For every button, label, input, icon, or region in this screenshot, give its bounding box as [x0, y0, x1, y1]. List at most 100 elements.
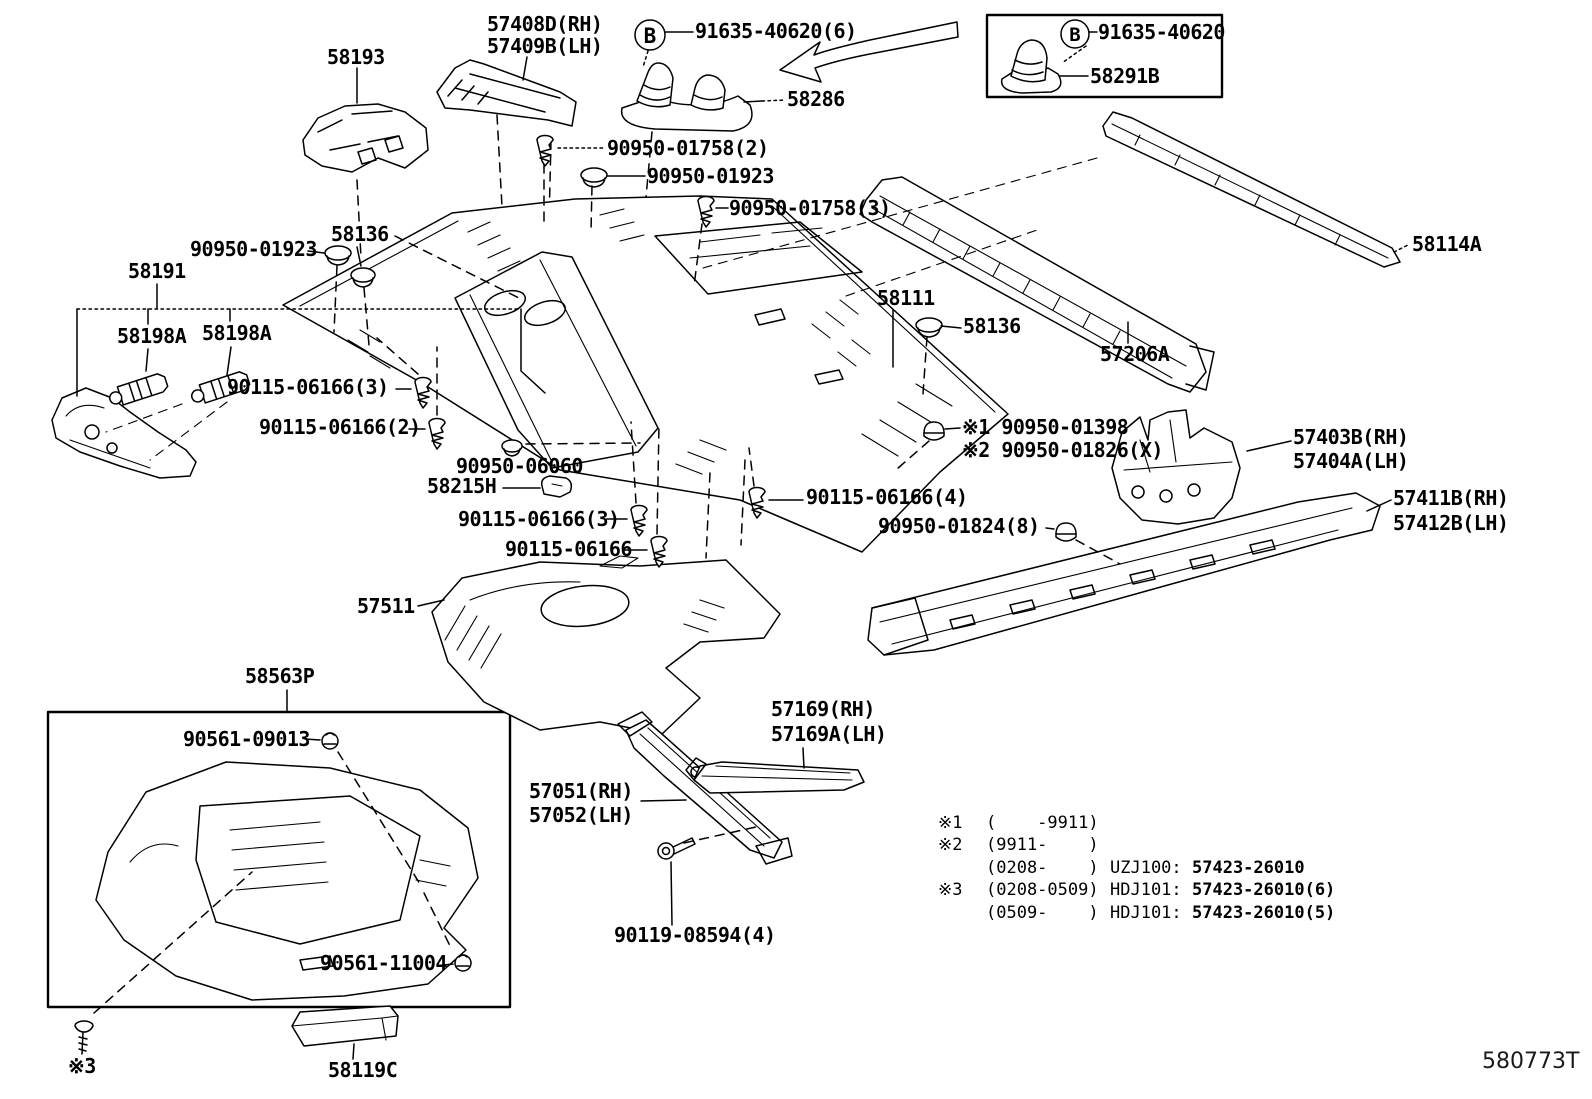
part-label-90115-06166-4: 90115-06166(4)	[806, 485, 968, 509]
part-label-57404a-lh: 57404A(LH)	[1293, 449, 1409, 473]
svg-text:B: B	[644, 24, 657, 48]
part-label-58114a: 58114A	[1412, 232, 1482, 256]
note-row: (0509- ) HDJ101: 57423-26010(5)	[938, 903, 1335, 925]
note-marker: ※1	[938, 813, 963, 833]
part-label-58193: 58193	[327, 45, 385, 69]
part-label-90950-01824-8: 90950-01824(8)	[878, 514, 1040, 538]
note-marker: ※2	[938, 835, 963, 856]
part-label-90115-06166: 90115-06166	[505, 537, 632, 561]
bracket-lines-58191	[76, 283, 546, 461]
part-label-90950-01758-2: 90950-01758(2)	[607, 136, 769, 160]
part-boot-58291b	[1000, 39, 1062, 94]
cap-58136-mid-icon	[915, 317, 962, 395]
part-label-90115-06166-3-left: 90115-06166(3)	[227, 375, 389, 399]
part-label-90950-01923-a: 90950-01923	[647, 164, 774, 188]
part-bracket-58193	[302, 67, 429, 259]
diagram-code: 580773T	[1482, 1049, 1580, 1074]
part-label-58136-top: 58136	[331, 222, 389, 246]
part-label-90950-06060: 90950-06060	[456, 454, 583, 478]
note-model: UZJ100:	[1110, 857, 1182, 878]
screw-90115-06166-3-left-icon	[376, 337, 432, 409]
note-range: (0509- )	[986, 902, 1099, 923]
part-label-90119-08594-4: 90119-08594(4)	[614, 923, 776, 947]
part-crossmember-57206a	[859, 176, 1215, 393]
cap-58136-top-icon	[350, 246, 376, 346]
part-valve-58198a-2	[190, 371, 251, 404]
cap-90950-01923-left-icon	[307, 245, 352, 333]
part-label-90561-11004: 90561-11004	[320, 951, 447, 975]
part-label-57408d-rh: 57408D(RH)	[487, 12, 603, 36]
part-label-57052-lh: 57052(LH)	[529, 803, 633, 827]
note-range: (0208- )	[986, 857, 1099, 878]
detail-box-58563	[46, 710, 512, 1009]
screw-90950-01758-2-icon	[536, 134, 606, 225]
part-label-58563p: 58563P	[245, 664, 315, 688]
part-floor-panel-58111	[282, 195, 1009, 553]
part-front-floor-pan-57511	[417, 459, 781, 735]
part-valve-58198a-1	[108, 373, 169, 406]
part-rear-floor-pan-58563p	[95, 689, 479, 1001]
cap-90950-01923-top-icon	[580, 167, 646, 233]
part-label-ref2-90950-01826: ※2 90950-01826(X)	[962, 438, 1163, 462]
note-range: ( -9911)	[986, 813, 1099, 833]
screw-90950-01758-3-icon	[693, 195, 729, 287]
part-label-58291b: 58291B	[1090, 64, 1160, 88]
screw-90115-06166-3-mid-icon	[606, 421, 648, 537]
part-label-58198a-2: 58198A	[202, 321, 272, 345]
part-sill-strip-57169	[685, 747, 865, 794]
detail-box-58291	[985, 13, 1224, 99]
part-label-91635-40620-box: 91635-40620	[1098, 20, 1225, 44]
part-label-90115-06166-2: 90115-06166(2)	[259, 415, 421, 439]
part-label-57411b-rh: 57411B(RH)	[1393, 486, 1509, 510]
part-panel-strip-58114a	[1102, 111, 1411, 268]
part-label-58119c: 58119C	[328, 1058, 398, 1082]
screw-90115-06166-icon	[623, 423, 668, 568]
cap-90950-06060-icon	[501, 439, 641, 457]
screw-90115-06166-4-icon	[748, 447, 804, 519]
part-label-57206a: 57206A	[1100, 342, 1170, 366]
part-label-58136-mid: 58136	[963, 314, 1021, 338]
part-label-57409b-lh: 57409B(LH)	[487, 34, 603, 58]
callout-b-circle-box: B	[1055, 19, 1098, 77]
note-model: HDJ101:	[1110, 902, 1182, 923]
part-label-ref3: ※3	[68, 1054, 96, 1078]
screw-ref3-icon	[74, 871, 253, 1055]
note-marker: ※3	[938, 880, 963, 901]
part-clip-58215h	[502, 475, 573, 498]
note-part: 57423-26010(6)	[1192, 880, 1336, 901]
part-label-57511: 57511	[357, 594, 415, 618]
part-label-58286: 58286	[787, 87, 845, 111]
screw-90115-06166-2-icon	[408, 346, 446, 450]
part-label-58215h: 58215H	[427, 474, 497, 498]
part-label-90115-06166-3-mid: 90115-06166(3)	[458, 507, 620, 531]
note-row: ※1 ( -9911)	[938, 813, 1335, 835]
part-label-57412b-lh: 57412B(LH)	[1393, 511, 1509, 535]
part-brace-57408	[436, 56, 577, 226]
projection-dashes	[702, 157, 1098, 297]
applicability-notes: ※1 ( -9911) ※2(9911- ) (0208- ) UZJ100: 574…	[938, 813, 1335, 925]
part-bar-58119c	[291, 1005, 399, 1060]
direction-arrow	[779, 21, 959, 83]
note-row: ※2(9911- )	[938, 835, 1335, 857]
part-rocker-57411b	[867, 492, 1392, 656]
callout-b-circle-main: B	[634, 19, 694, 68]
part-label-58111: 58111	[877, 286, 935, 310]
note-part: 57423-26010(5)	[1192, 902, 1336, 923]
clip-90561-09013-icon	[304, 732, 453, 951]
part-label-58198a-1: 58198A	[117, 324, 187, 348]
note-model: HDJ101:	[1110, 880, 1182, 901]
part-label-57169-rh: 57169(RH)	[771, 697, 875, 721]
part-label-90950-01758-3: 90950-01758(3)	[729, 196, 891, 220]
bolt-90119-icon	[657, 826, 757, 926]
part-label-91635-40620-6: 91635-40620(6)	[695, 19, 857, 43]
dash-58136-top-to-panel	[394, 235, 524, 301]
grommet-90950-01398-icon	[896, 421, 961, 470]
note-row: ※3 (0208-0509) HDJ101: 57423-26010(6)	[938, 880, 1335, 902]
note-range: (0208-0509)	[986, 880, 1099, 901]
part-label-57051-rh: 57051(RH)	[529, 779, 633, 803]
svg-text:B: B	[1069, 24, 1080, 46]
part-label-ref1-90950-01398: ※1 90950-01398	[962, 415, 1129, 439]
part-label-58191: 58191	[128, 259, 186, 283]
